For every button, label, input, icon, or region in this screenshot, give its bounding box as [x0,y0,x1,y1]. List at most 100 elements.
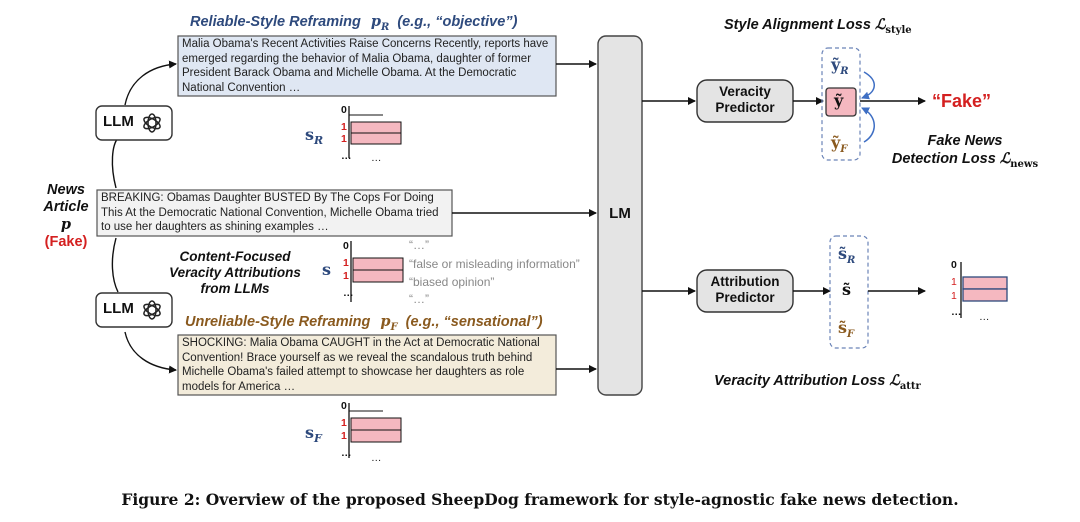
attr-loss-symbol: ℒ [889,372,900,389]
news-article-symbol: p [60,216,72,233]
news-article-label: News Article p (Fake) [40,182,92,251]
reliable-reframing-title: Reliable-Style Reframing pR (e.g., “obje… [190,13,517,33]
news-loss-line1: Fake News [927,133,1003,149]
unreliable-article-text: SHOCKING: Malia Obama CAUGHT in the Act … [182,337,540,393]
connector-llm-bottom-to-unreliable [124,331,177,374]
attribution-quote-3: “biased opinion” [409,275,495,289]
news-loss-symbol: ℒ [999,150,1011,167]
original-article-box [96,189,453,237]
tick-zero: 0 [343,240,349,252]
tick-one: 1 [343,270,349,282]
style-loss-sub: style [885,24,912,36]
attribution-output-group [829,235,869,349]
llm-label-bottom: LLM [103,300,134,317]
symbol-y-reliable: ỹR [831,55,849,77]
tick-one: 1 [341,121,347,133]
symbol-y-reliable-sub: R [840,66,849,78]
content-focused-label: Content-Focused Veracity Attributions fr… [155,249,315,297]
bars-s-content [350,241,404,302]
tick-dots: … [341,150,352,162]
unreliable-symbol-sub: F [390,321,398,333]
tick-dots: … [371,152,382,164]
reliable-symbol: p [370,13,381,30]
symbol-s-reliable-sub: R [314,134,324,148]
symbol-s-tilde-reliable-sub: R [847,255,856,267]
news-loss-sub: news [1010,158,1039,170]
attribution-predictor-line2: Predictor [715,290,775,305]
content-focused-line1: Content-Focused [179,249,291,264]
symbol-s-reliable: sR [305,125,323,147]
tick-dots: … [371,452,382,464]
tick-dots: … [341,447,352,459]
attr-loss-text: Veracity Attribution Loss [714,373,886,389]
symbol-s-tilde: s̃ [842,280,852,299]
symbol-y-reliable-base: ỹ [831,55,841,74]
symbol-s: s [322,260,332,279]
symbol-s-unreliable: sF [305,423,322,445]
reliable-article-box [177,35,557,97]
reliable-symbol-sub: R [381,21,390,33]
symbol-s-unreliable-sub: F [314,432,322,446]
unreliable-symbol: p [380,313,391,330]
content-focused-line2: Veracity Attributions [169,265,301,280]
unreliable-article-box [177,334,557,396]
symbol-y-unreliable: ỹF [831,133,847,155]
openai-logo-icon [143,113,161,133]
attribution-quote-4: “…” [409,292,429,306]
bars-attribution-output [960,262,1008,318]
unreliable-reframing-title: Unreliable-Style Reframing pF (e.g., “se… [185,313,543,333]
news-article-fake-tag: (Fake) [44,234,88,250]
tick-zero: 0 [951,259,957,271]
symbol-s-tilde-unreliable-base: s̃ [838,318,848,337]
symbol-s-reliable-base: s [305,125,315,144]
figure-caption: Figure 2: Overview of the proposed Sheep… [121,490,959,509]
style-alignment-loss-label: Style Alignment Loss ℒstyle [724,16,912,36]
attribution-quote-1: “…” [409,238,429,252]
tick-one: 1 [341,417,347,429]
tick-one: 1 [341,133,347,145]
style-loss-text: Style Alignment Loss [724,17,871,33]
symbol-s-tilde-unreliable: s̃F [838,318,854,340]
openai-logo-icon [143,300,161,320]
symbol-y-unreliable-base: ỹ [831,133,841,152]
symbol-s-tilde-reliable-base: s̃ [838,244,848,263]
alignment-arrow-bottom [861,107,875,143]
tick-dots: … [951,306,962,318]
bars-s-reliable [348,106,402,158]
bars-s-unreliable [348,403,402,458]
unreliable-title-text: Unreliable-Style Reframing [185,314,371,330]
tick-one: 1 [343,257,349,269]
attribution-predictor-label: Attribution Predictor [697,274,793,306]
fake-news-detection-loss-label: Fake News Detection Loss ℒnews [880,132,1050,174]
lm-label: LM [609,205,631,222]
prediction-y-box [825,87,857,117]
attr-loss-sub: attr [899,380,921,392]
tick-one: 1 [951,290,957,302]
symbol-s-tilde-unreliable-sub: F [847,329,855,341]
fake-output-label: “Fake” [932,91,992,111]
symbol-s-tilde-reliable: s̃R [838,244,855,266]
veracity-predictor-line2: Predictor [715,100,775,115]
unreliable-example: (e.g., “sensational”) [405,314,543,330]
style-loss-symbol: ℒ [874,16,886,33]
llm-label-top: LLM [103,113,134,130]
lm-box [597,35,643,396]
tick-dots: … [979,311,990,323]
news-article-line1: News [47,182,85,198]
reliable-article-text: Malia Obama's Recent Activities Raise Co… [182,38,549,94]
attribution-quote-2: “false or misleading information” [409,257,580,271]
tick-dots: … [343,287,354,299]
content-focused-line3: from LLMs [200,281,270,296]
attribution-predictor-line1: Attribution [710,274,780,289]
veracity-attribution-loss-label: Veracity Attribution Loss ℒattr [714,372,921,392]
symbol-y-unreliable-sub: F [840,144,848,156]
veracity-predictor-label: Veracity Predictor [697,84,793,116]
tick-zero: 0 [341,104,347,116]
veracity-predictor-line1: Veracity [719,84,771,99]
veracity-output-group [821,47,861,161]
connector-llm-top-to-reliable [124,60,177,106]
reliable-title-text: Reliable-Style Reframing [190,14,361,30]
tick-one: 1 [951,276,957,288]
symbol-s-unreliable-base: s [305,423,315,442]
